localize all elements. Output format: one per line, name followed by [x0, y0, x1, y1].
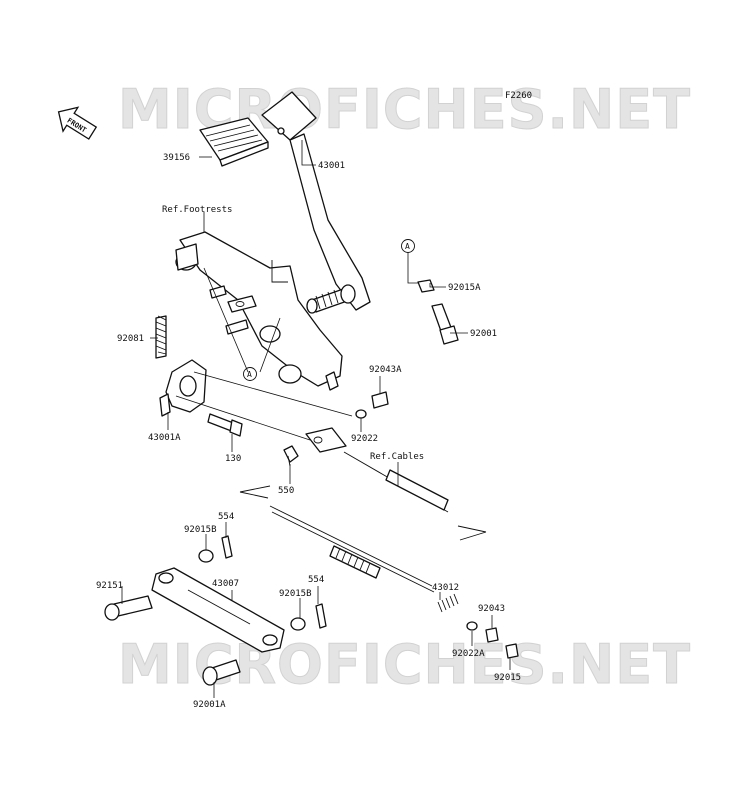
rod-lever: [151, 567, 285, 653]
diagram-code: F2260: [505, 91, 532, 101]
part-label-92151[interactable]: 92151: [96, 581, 123, 591]
brake-rod: [269, 451, 449, 593]
brake-pedal-pad: [199, 117, 269, 167]
svg-text:A: A: [247, 370, 252, 379]
cotter-pin-554-upper: [221, 535, 233, 559]
part-label-550[interactable]: 550: [278, 486, 294, 496]
cotter-pin-550: [283, 445, 299, 463]
washer-92015B-upper: [198, 549, 214, 563]
part-label-92015A[interactable]: 92015A: [448, 283, 481, 293]
washer-92022: [355, 409, 367, 419]
return-spring: [155, 315, 167, 359]
part-label-92022A[interactable]: 92022A: [452, 649, 485, 659]
part-label-92022[interactable]: 92022: [351, 434, 378, 444]
part-label-92043A[interactable]: 92043A: [369, 365, 402, 375]
bolt-92151: [104, 595, 153, 621]
part-label-43007[interactable]: 43007: [212, 579, 239, 589]
washer-92015B-lower: [290, 617, 306, 631]
part-label-554-lower[interactable]: 554: [308, 575, 324, 585]
nut-92015A: [417, 279, 435, 293]
brake-lever: [159, 359, 207, 417]
front-arrow-icon: FRONT: [57, 106, 98, 140]
part-label-92081[interactable]: 92081: [117, 334, 144, 344]
washer-92022A: [466, 621, 478, 631]
spring-43012: [437, 593, 459, 613]
part-label-130[interactable]: 130: [225, 454, 241, 464]
part-label-39156[interactable]: 39156: [163, 153, 190, 163]
bolt-130: [207, 413, 243, 437]
footrest-bracket: [175, 231, 343, 391]
part-label-92001A[interactable]: 92001A: [193, 700, 226, 710]
svg-text:A: A: [405, 242, 410, 251]
callout-a-left: A: [243, 367, 257, 381]
bushing-key: [225, 319, 249, 335]
part-label-92015[interactable]: 92015: [494, 673, 521, 683]
bushing-flat: [227, 295, 257, 313]
ref-footrests-label: Ref.Footrests: [162, 205, 232, 215]
cable-reference-arrow: [239, 485, 487, 541]
callout-a-right: A: [401, 239, 415, 253]
part-label-43001[interactable]: 43001: [318, 161, 345, 171]
watermark-bottom: MICROFICHES.NET: [118, 633, 691, 696]
brake-pedal-arm: [261, 91, 371, 314]
ref-cables-label: Ref.Cables: [370, 452, 424, 462]
part-label-92001[interactable]: 92001: [470, 329, 497, 339]
part-label-43012[interactable]: 43012: [432, 583, 459, 593]
part-label-92015B-upper[interactable]: 92015B: [184, 525, 217, 535]
pin-92043A: [371, 391, 389, 409]
dowel-pin: [209, 285, 227, 299]
cable-clevis: [305, 427, 347, 453]
part-label-92015B-lower[interactable]: 92015B: [279, 589, 312, 599]
bolt-92001A: [202, 659, 241, 686]
part-label-554-upper[interactable]: 554: [218, 512, 234, 522]
part-label-43001A[interactable]: 43001A: [148, 433, 181, 443]
bolt-92001: [431, 303, 459, 345]
part-label-92043[interactable]: 92043: [478, 604, 505, 614]
nut-92015: [505, 643, 519, 659]
cotter-pin-554-lower: [315, 603, 327, 629]
nut-92043: [485, 627, 499, 643]
